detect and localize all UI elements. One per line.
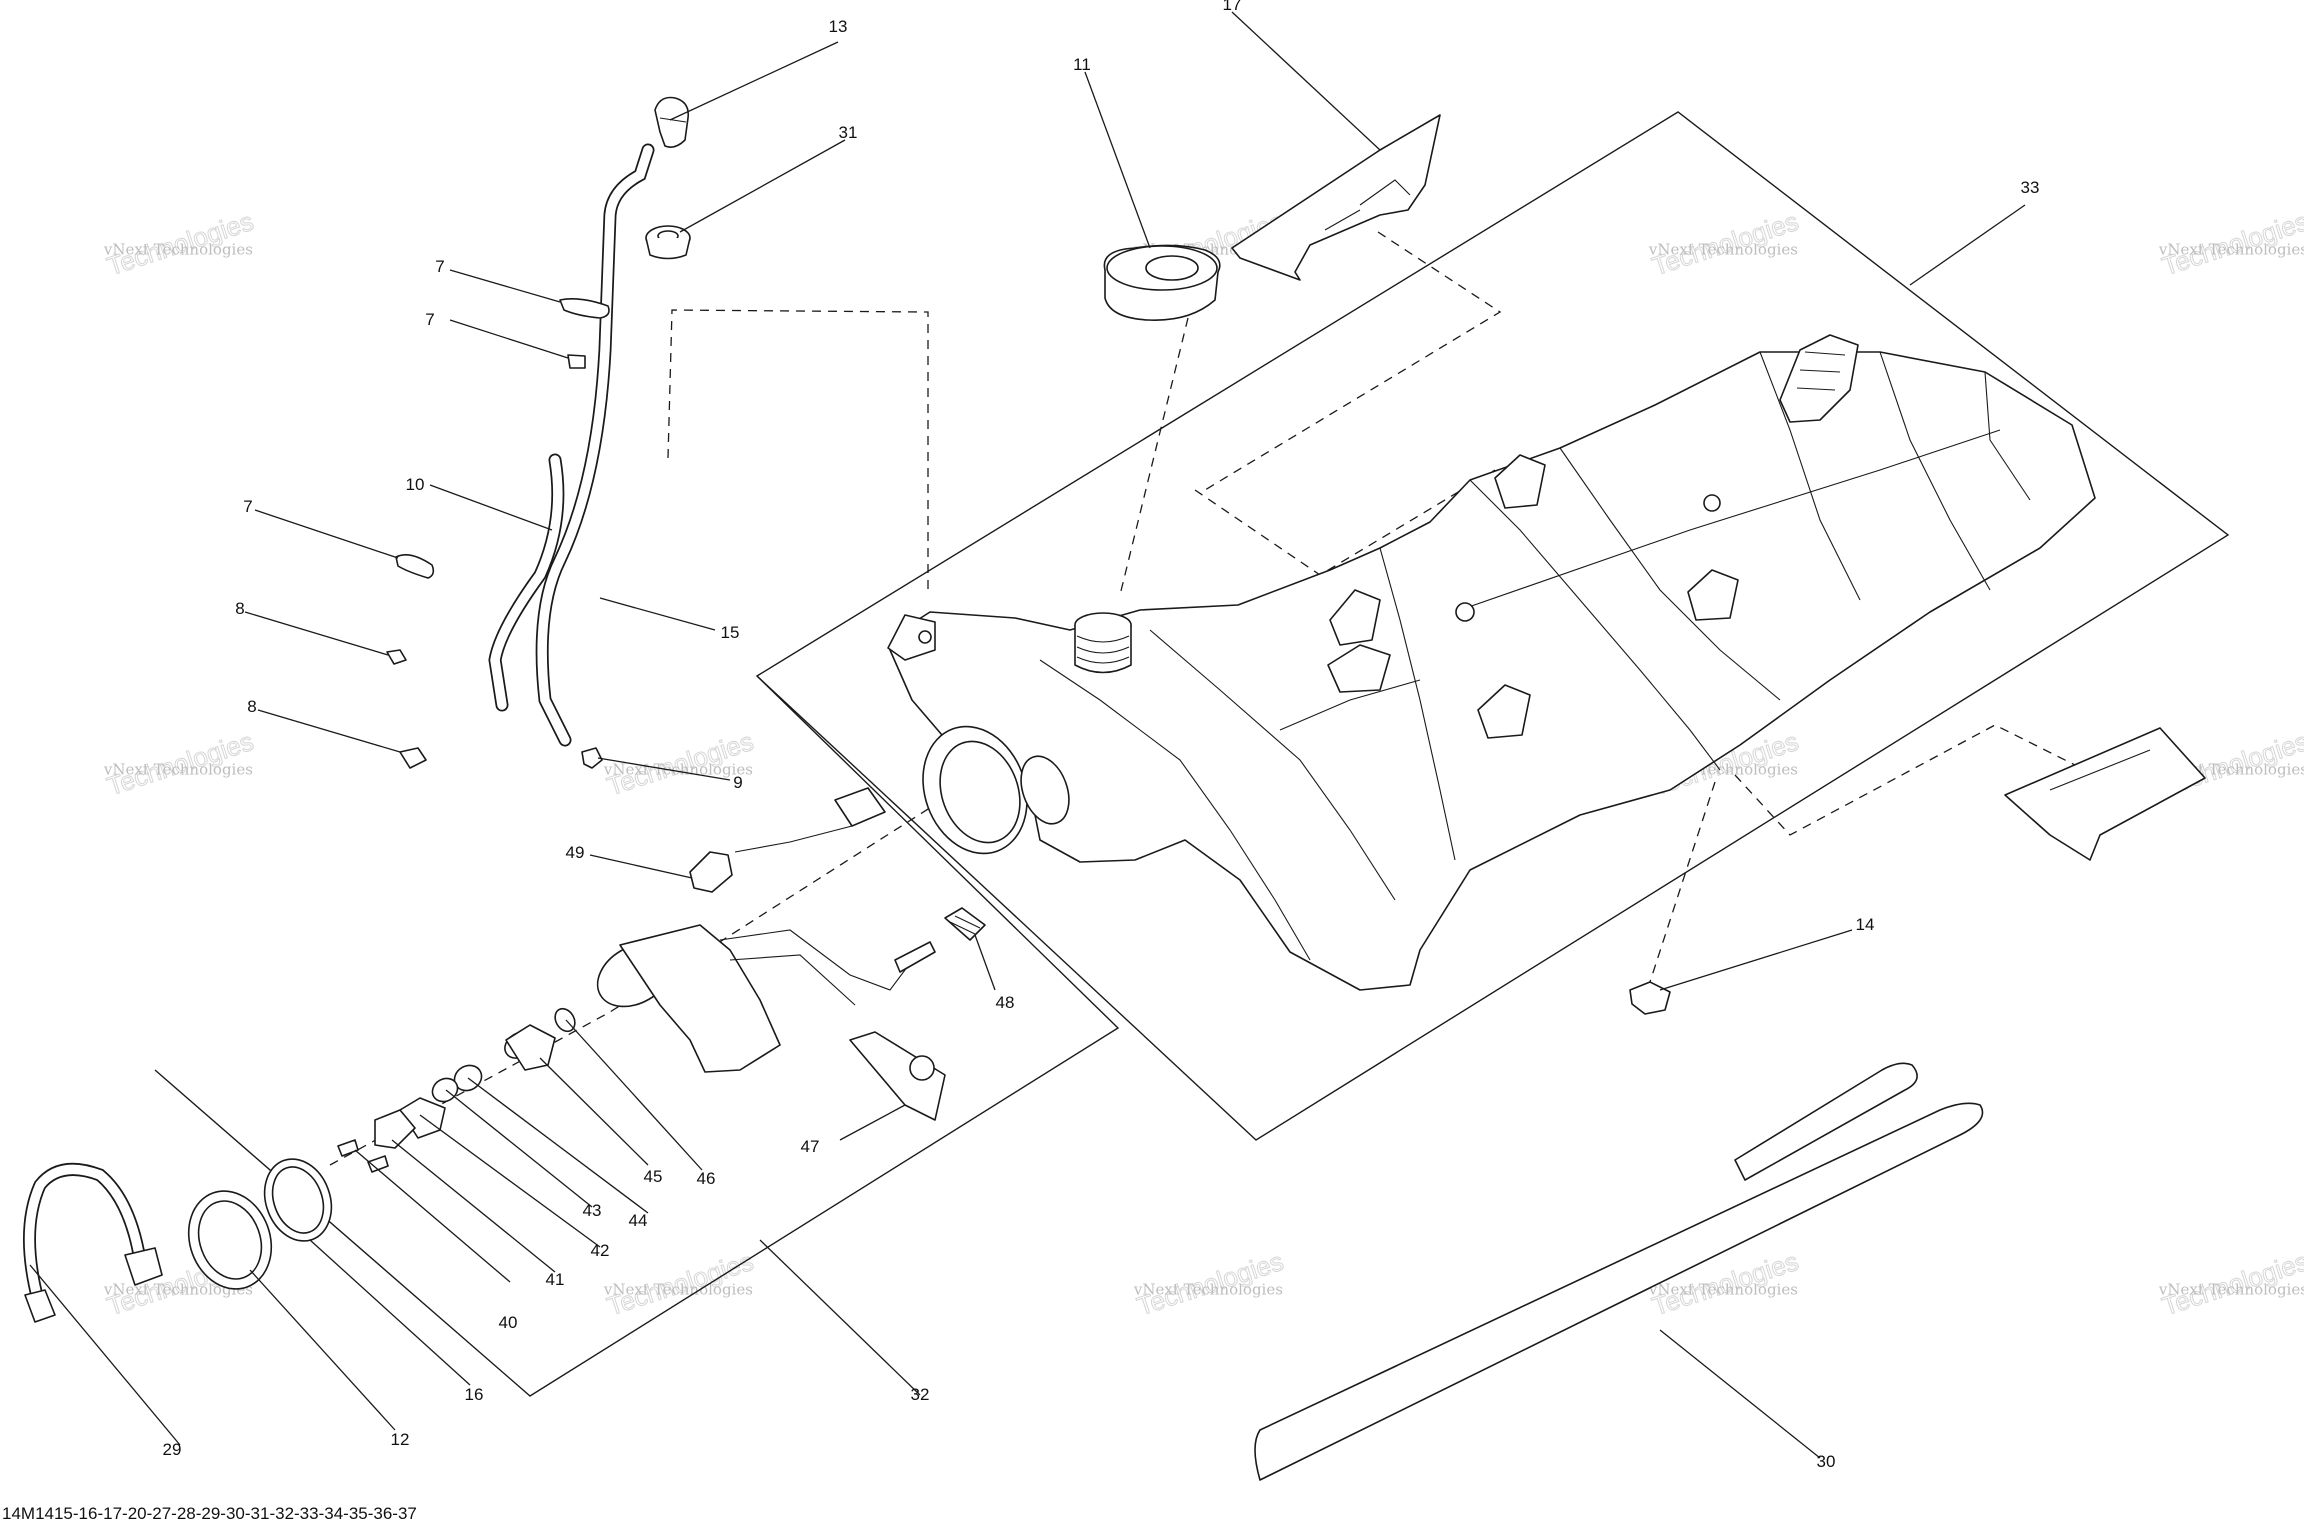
callout-labels: 13 17 11 31 33 7 7 10 15 7 8 8 9 49 48 1… (163, 0, 2040, 1471)
clip-8-b (399, 747, 427, 769)
callout-49: 49 (566, 843, 585, 862)
callout-14: 14 (1856, 915, 1875, 934)
clip-9 (581, 747, 603, 769)
watermark-small-text: vNext Technologies (603, 761, 753, 779)
dash-cap-sensor (667, 309, 929, 590)
clamp-7-b (567, 354, 586, 369)
callout-46: 46 (697, 1169, 716, 1188)
callout-9: 9 (733, 773, 742, 792)
tank-filler-neck (1074, 612, 1132, 674)
tank-assembly-frame (755, 111, 2230, 1141)
callout-8-a: 8 (235, 599, 244, 618)
watermark-small-text: vNext Technologies (1133, 1281, 1283, 1299)
fuel-level-sender-49 (689, 787, 886, 893)
callout-33: 33 (2021, 178, 2040, 197)
fuel-hose-29 (22, 1162, 163, 1323)
callout-13: 13 (829, 17, 848, 36)
flange-42 (399, 1097, 446, 1139)
filler-cap-11 (1103, 244, 1221, 321)
clamp-7-a (559, 298, 610, 319)
o-ring-46 (554, 1007, 576, 1033)
fuel-pump (596, 924, 936, 1073)
dash-nut-14 (1647, 781, 1716, 989)
callout-7-a: 7 (435, 257, 444, 276)
callout-32: 32 (911, 1385, 930, 1404)
grommet-31 (645, 225, 691, 260)
callout-42: 42 (591, 1241, 610, 1260)
tank-mount-tab-3 (1477, 684, 1531, 739)
callout-12: 12 (391, 1430, 410, 1449)
callout-31: 31 (839, 123, 858, 142)
callout-43: 43 (583, 1201, 602, 1220)
watermark-small-text: vNext Technologies (1648, 1281, 1798, 1299)
callout-45: 45 (644, 1167, 663, 1186)
nut-14 (1629, 981, 1671, 1015)
callout-16: 16 (465, 1385, 484, 1404)
dash-filler-cap (1119, 317, 1189, 596)
vent-hose-15 (535, 143, 655, 747)
heat-shield-17 (1231, 114, 1441, 281)
clamp-7-c (395, 554, 435, 579)
watermark-small-text: vNext Technologies (103, 241, 253, 259)
fuel-filter-45 (504, 1024, 556, 1071)
watermark-small-text: vNext Technologies (2158, 1281, 2304, 1299)
watermark-small-text: vNext Technologies (603, 1281, 753, 1299)
protection-pad-30 (1254, 1062, 1984, 1481)
leader-lines (29, 11, 2026, 1459)
vent-valve-13 (654, 96, 690, 148)
watermark-small-text: vNext Technologies (103, 761, 253, 779)
callout-8-b: 8 (247, 697, 256, 716)
callout-15: 15 (721, 623, 740, 642)
callout-7-c: 7 (243, 497, 252, 516)
clip-8-a (386, 649, 407, 665)
lock-ring-12 (187, 1190, 273, 1290)
vent-hose-10 (488, 453, 565, 712)
tank-pump-opening (922, 725, 1070, 855)
tank-mount-tab-1 (1329, 589, 1381, 646)
tank-mount-tab-2 (1494, 454, 1546, 509)
callout-44: 44 (629, 1211, 648, 1230)
screw-40-a (337, 1139, 359, 1157)
tank-mount-tab-5 (1327, 644, 1391, 693)
check-valve-48 (944, 907, 986, 941)
pump-assembly-frame (154, 675, 1120, 1397)
dash-right-guard (1734, 724, 2086, 836)
callout-10: 10 (406, 475, 425, 494)
callout-40: 40 (499, 1313, 518, 1332)
callout-41: 41 (546, 1270, 565, 1289)
callout-11: 11 (1073, 55, 1091, 74)
watermark-small-text: vNext Technologies (1648, 241, 1798, 259)
callout-48: 48 (996, 993, 1015, 1012)
tank-vent-housing (1779, 334, 1859, 423)
callout-29: 29 (163, 1440, 182, 1459)
drawing-code-label: 14M1415-16-17-20-27-28-29-30-31-32-33-34… (2, 1504, 417, 1523)
watermark-small-text: vNext Technologies (103, 1281, 253, 1299)
gasket-16 (263, 1158, 333, 1242)
callout-17: 17 (1223, 0, 1242, 14)
outlet-fitting-41 (374, 1109, 416, 1149)
callout-47: 47 (801, 1137, 820, 1156)
o-ring-43 (431, 1077, 459, 1103)
pressure-regulator-47 (849, 1031, 946, 1121)
screw-40-b (367, 1155, 389, 1173)
watermark-small-text: vNext Technologies (2158, 241, 2304, 259)
fuel-tank (887, 334, 2096, 991)
callout-7-b: 7 (425, 310, 434, 329)
dash-guard-front (1204, 231, 1502, 491)
heat-shield-right (2004, 727, 2206, 861)
tank-mount-tab-4 (1687, 569, 1739, 621)
callout-30: 30 (1817, 1452, 1836, 1471)
